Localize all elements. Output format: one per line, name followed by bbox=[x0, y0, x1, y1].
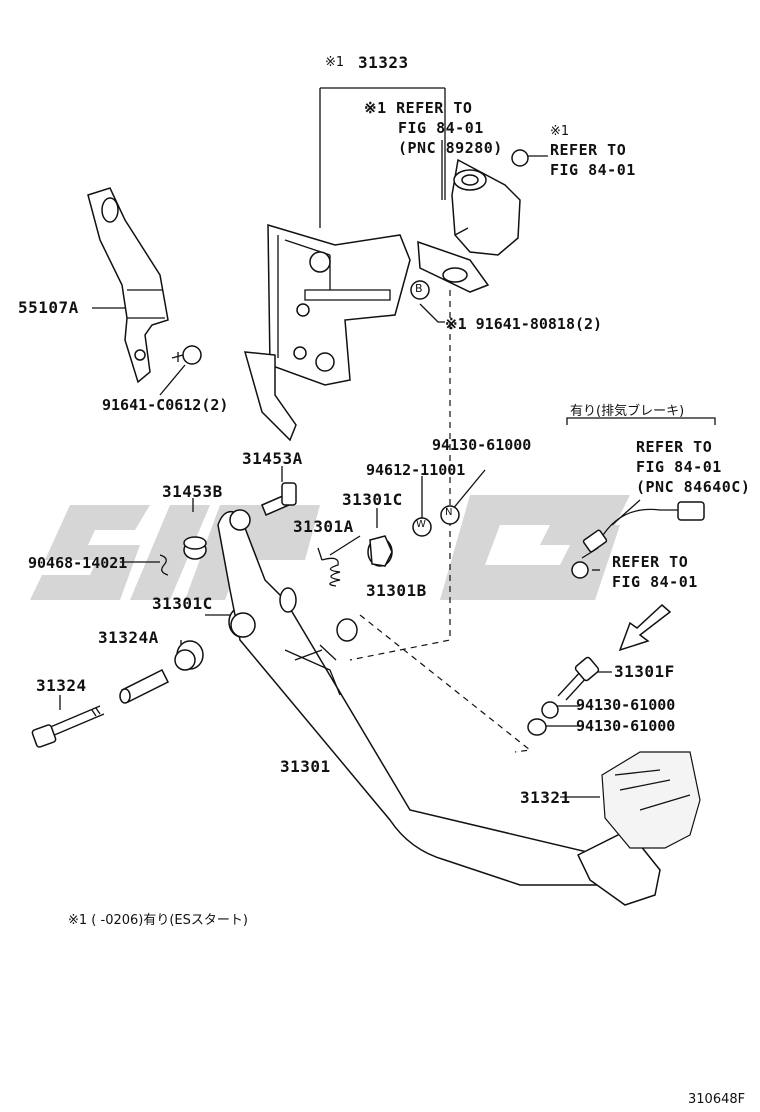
label-refer2-mark: ※1 bbox=[550, 124, 570, 139]
nut-94130-a bbox=[541, 701, 559, 719]
label-31453b: 31453B bbox=[162, 482, 223, 501]
label-31301b: 31301B bbox=[366, 581, 427, 600]
marker-b-symbol bbox=[410, 280, 430, 300]
bushing-31453b bbox=[183, 536, 207, 560]
nut-94130-b bbox=[527, 718, 547, 736]
bolt-31301f bbox=[557, 656, 600, 701]
label-31321: 31321 bbox=[520, 788, 571, 807]
bushing-31301c-top bbox=[367, 535, 393, 567]
label-31453a: 31453A bbox=[242, 449, 303, 468]
bracket-55107a bbox=[87, 187, 169, 384]
label-refer1-line2: FIG 84-01 bbox=[398, 119, 484, 137]
label-31324: 31324 bbox=[36, 676, 87, 695]
label-94130-top: 94130-61000 bbox=[432, 436, 532, 454]
label-31301c-left: 31301C bbox=[152, 594, 213, 613]
label-mark1: ※1 bbox=[325, 55, 345, 70]
bolt-31324 bbox=[31, 705, 105, 748]
label-31301f: 31301F bbox=[614, 662, 675, 681]
label-refer1-line3: (PNC 89280) bbox=[398, 139, 503, 157]
pipe-31324-sleeve bbox=[119, 668, 170, 704]
label-94130-mid: 94130-61000 bbox=[576, 696, 676, 714]
label-91641-80818: ※1 91641-80818(2) bbox=[445, 315, 603, 333]
label-refer3-line3: (PNC 84640C) bbox=[636, 478, 751, 496]
label-refer3-line2: FIG 84-01 bbox=[636, 458, 722, 476]
stop-switch bbox=[417, 149, 529, 293]
label-refer1-line1: ※1 REFER TO bbox=[364, 99, 473, 117]
dashed-guides bbox=[349, 290, 532, 753]
marker-b-letter: B bbox=[415, 282, 423, 295]
clip-91641-c0612 bbox=[171, 345, 202, 365]
spring-31301a bbox=[317, 547, 341, 587]
label-94612: 94612-11001 bbox=[366, 461, 466, 479]
label-refer4-line1: REFER TO bbox=[612, 553, 689, 571]
label-refer2-line2: FIG 84-01 bbox=[550, 161, 636, 179]
marker-w-letter: W bbox=[416, 519, 426, 530]
label-91641-c0612: 91641-C0612(2) bbox=[102, 396, 229, 414]
label-31323: 31323 bbox=[358, 53, 409, 72]
label-31301c-top: 31301C bbox=[342, 490, 403, 509]
label-exhaust-brake: 有り(排気ブレーキ) bbox=[570, 404, 685, 419]
markers bbox=[412, 505, 460, 537]
label-94130-bot: 94130-61000 bbox=[576, 717, 676, 735]
pedal-pad-31321 bbox=[577, 751, 701, 906]
pedal-arm-31301 bbox=[217, 509, 611, 886]
label-31301a: 31301A bbox=[293, 517, 354, 536]
marker-n-letter: N bbox=[445, 507, 453, 518]
figure-code: 310648F bbox=[688, 1092, 746, 1107]
label-90468: 90468-14021 bbox=[28, 554, 128, 572]
label-31324a: 31324A bbox=[98, 628, 159, 647]
exhaust-brake-switch bbox=[571, 501, 705, 579]
bolt-31453a bbox=[261, 482, 297, 516]
pedal-bracket bbox=[243, 223, 411, 442]
direction-arrow bbox=[618, 603, 672, 652]
label-31301: 31301 bbox=[280, 757, 331, 776]
stopper-31301b bbox=[336, 618, 358, 642]
collar-31324a bbox=[174, 640, 204, 671]
label-refer2-line1: REFER TO bbox=[550, 141, 627, 159]
label-55107a: 55107A bbox=[18, 298, 79, 317]
footnote: ※1 ( -0206)有り(ESスタート) bbox=[68, 913, 248, 928]
label-refer4-line2: FIG 84-01 bbox=[612, 573, 698, 591]
clip-90468 bbox=[159, 554, 169, 576]
leader-lines bbox=[59, 87, 716, 798]
label-refer3-line1: REFER TO bbox=[636, 438, 713, 456]
